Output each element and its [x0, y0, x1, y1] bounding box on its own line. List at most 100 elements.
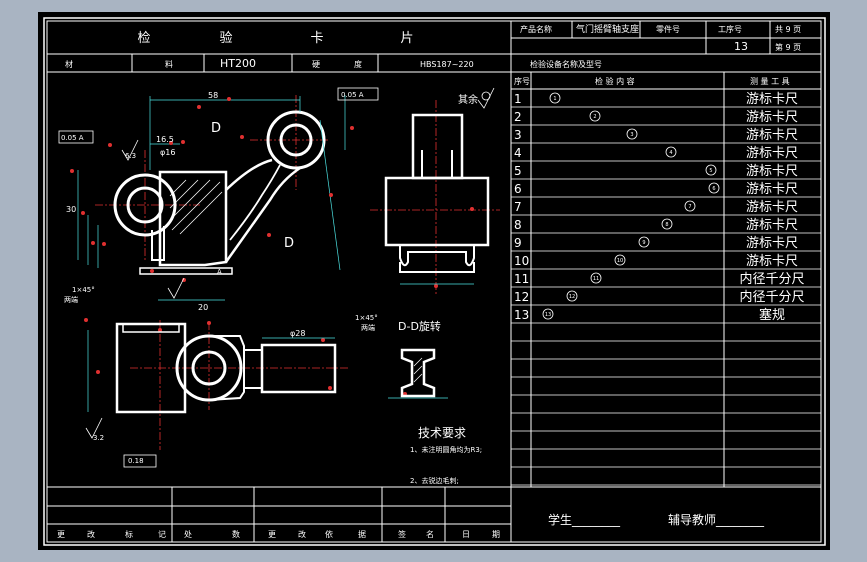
table-row: 9 9 游标卡尺 — [514, 236, 798, 251]
dim-30: 30 — [66, 205, 76, 214]
row-marker: 10 — [617, 258, 623, 264]
title-char-4: 片 — [400, 31, 413, 46]
row-marker: 9 — [642, 240, 645, 246]
row-tool: 游标卡尺 — [746, 254, 798, 269]
top-view — [87, 320, 350, 468]
row-marker: 8 — [665, 222, 668, 228]
row-number: 3 — [514, 128, 522, 142]
footer-label: 标 — [125, 529, 133, 539]
table-row: 1 1 游标卡尺 — [514, 92, 798, 107]
row-number: 1 — [514, 92, 522, 106]
row-number: 7 — [514, 200, 522, 214]
row-marker: 6 — [712, 186, 715, 192]
row-tool: 塞规 — [759, 307, 785, 323]
footer-label: 依 — [325, 529, 333, 539]
row-marker: 7 — [688, 204, 691, 210]
row-tool: 游标卡尺 — [746, 236, 798, 251]
footer-label: 日 — [462, 530, 470, 539]
row-marker: 13 — [545, 312, 551, 318]
footer-label: 数 — [232, 529, 240, 539]
row-tool: 内径千分尺 — [739, 271, 804, 287]
chamfer-note-1: 1×45° — [72, 286, 95, 294]
table-row: 13 13 塞规 — [514, 307, 785, 323]
row-tool: 内径千分尺 — [739, 289, 804, 305]
footer-label: 改 — [298, 529, 306, 539]
row-tool: 游标卡尺 — [746, 182, 798, 197]
footer-labels: 更改标记处数更改依据签名日期 — [57, 529, 500, 539]
row-marker: 1 — [553, 96, 556, 102]
drawing-sheet — [38, 12, 830, 550]
row-marker-circle — [684, 200, 696, 212]
row-number: 2 — [514, 110, 522, 124]
footer-label: 期 — [492, 530, 500, 539]
product-name-label: 产品名称 — [520, 24, 552, 34]
process-no-value: 13 — [734, 40, 748, 53]
row-marker-circle — [549, 92, 561, 104]
row-tool: 游标卡尺 — [746, 218, 798, 233]
row-marker-circle — [590, 272, 602, 284]
tech-requirement-2: 2、去锐边毛刺; — [410, 476, 459, 485]
footer-label: 更 — [268, 530, 276, 539]
row-number: 4 — [514, 146, 522, 160]
row-marker-circle — [542, 308, 554, 320]
roughness-symbols — [85, 87, 495, 439]
inspection-equipment-label: 检验设备名称及型号 — [530, 59, 602, 69]
row-tool: 游标卡尺 — [746, 92, 798, 107]
row-number: 12 — [514, 290, 529, 304]
inspection-table-grid — [511, 72, 821, 487]
title-char-2: 验 — [219, 30, 232, 46]
dim-58: 58 — [208, 91, 218, 100]
col-content-header: 检 验 内 容 — [595, 76, 635, 86]
row-number: 11 — [514, 272, 529, 286]
footer-label: 处 — [184, 529, 192, 539]
datum-a: A — [217, 268, 222, 276]
row-number: 13 — [514, 308, 529, 322]
tolerance-frame-a: 0.05 A — [61, 134, 84, 142]
row-marker-circle — [708, 182, 720, 194]
student-signature: 学生________ — [548, 512, 621, 527]
row-marker-circle — [566, 290, 578, 302]
footer-label: 更 — [57, 530, 65, 539]
row-number: 9 — [514, 236, 522, 250]
section-mark-d-lower: D — [284, 236, 294, 251]
rest-roughness-label: 其余 — [458, 93, 478, 106]
row-tool: 游标卡尺 — [746, 164, 798, 179]
col-seq-header: 序号 — [514, 76, 530, 86]
footer-label: 记 — [158, 530, 166, 539]
section-view-dd — [388, 348, 448, 399]
main-view — [58, 87, 379, 301]
footer-label: 名 — [426, 529, 434, 539]
row-tool: 游标卡尺 — [746, 110, 798, 125]
title-char-1: 检 — [137, 31, 150, 46]
dim-16-5: 16.5 — [156, 135, 174, 144]
row-marker-circle — [638, 236, 650, 248]
roughness-3-2: 3.2 — [93, 434, 104, 442]
teacher-signature: 辅导教师________ — [668, 512, 765, 527]
dimension-markers — [70, 97, 474, 396]
roughness-6-3: 6.3 — [125, 152, 136, 160]
inspection-table-row-lines — [511, 106, 821, 486]
title-char-3: 卡 — [310, 31, 323, 46]
main-view-dimension-lines — [77, 95, 346, 301]
sheet-frame — [43, 17, 826, 546]
row-marker: 4 — [669, 150, 672, 156]
side-view — [370, 100, 500, 295]
dim-phi28: φ28 — [290, 329, 305, 338]
chamfer-note-2: 1×45° — [355, 314, 378, 322]
row-number: 8 — [514, 218, 522, 232]
row-marker-circle — [661, 218, 673, 230]
col-tool-header: 测 量 工 具 — [750, 77, 790, 86]
pages-total: 共 9 页 — [775, 25, 801, 34]
tech-requirement-1: 1、未注明圆角均为R3; — [410, 445, 482, 454]
section-view-title: D-D旋转 — [398, 319, 441, 333]
row-number: 6 — [514, 182, 522, 196]
